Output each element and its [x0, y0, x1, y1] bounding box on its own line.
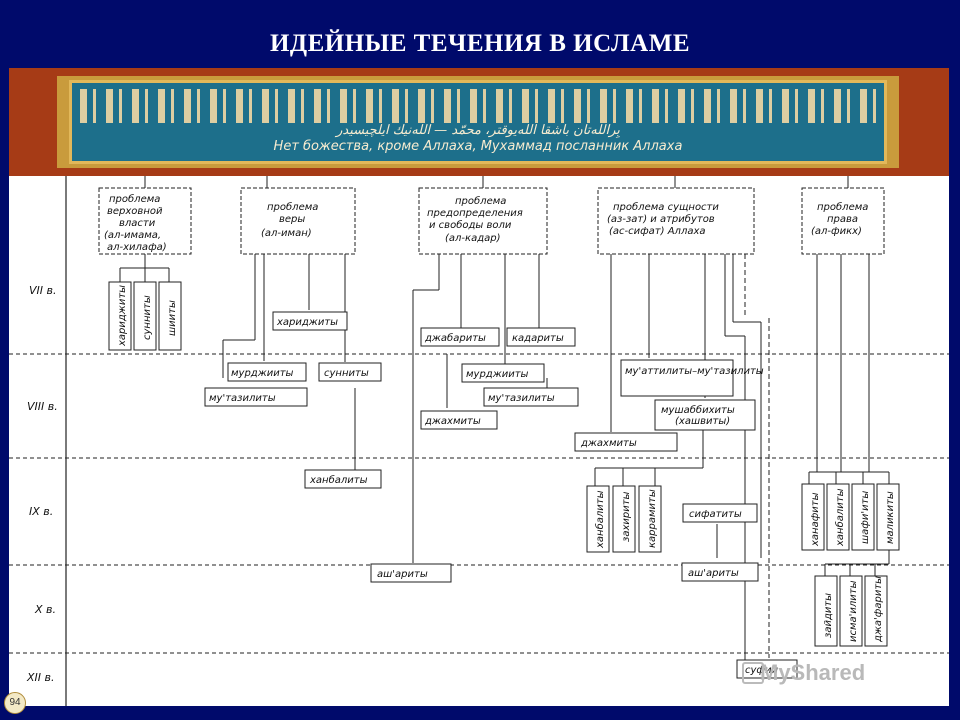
- sect-label: сунниты: [142, 295, 153, 340]
- sect-label: джабариты: [424, 332, 486, 344]
- sect-label: исма'илиты: [848, 580, 859, 642]
- sect-label: суфии: [745, 665, 778, 676]
- century-labels: VII в. VIII в. IX в. X в. XII в.: [26, 284, 58, 684]
- sect-label: мушаббихиты: [661, 404, 735, 416]
- century-label: VII в.: [29, 284, 57, 297]
- calligraphy-ornament: [80, 89, 876, 123]
- banner-arabic-line: بِرالله‌تان باشقا الله‌يوقتر، محمّد — ال…: [336, 123, 620, 138]
- sects-diagram: VII в. VIII в. IX в. X в. XII в. проблем…: [9, 176, 949, 706]
- sect-label: ханафиты: [810, 492, 821, 547]
- problem-text: веры: [279, 214, 305, 225]
- sect-label: мурджииты: [231, 368, 294, 379]
- problem-text: (ас-сифат) Аллаха: [609, 226, 706, 237]
- problem-text: и свободы воли: [429, 219, 512, 231]
- sect-label: маликиты: [885, 491, 896, 544]
- sect-label: му'аттилиты–му'тазилиты: [625, 366, 764, 377]
- page-number-badge: 94: [4, 692, 26, 714]
- sect-label: шафи'иты: [860, 491, 871, 544]
- sect-boxes: [108, 281, 900, 679]
- diagram-image: بِرالله‌تان باشقا الله‌يوقتر، محمّد — ال…: [9, 68, 949, 706]
- sect-label: сунниты: [324, 368, 369, 379]
- arrows-from-banner: [144, 176, 849, 188]
- sect-label: мурджииты: [466, 369, 529, 380]
- problem-text: права: [827, 214, 858, 225]
- sect-label: хариджиты: [117, 285, 128, 347]
- problem-text: проблема: [109, 193, 160, 205]
- sect-label: аш'ариты: [688, 568, 739, 579]
- sect-label: му'тазилиты: [488, 393, 555, 404]
- sect-label: шииты: [167, 300, 178, 336]
- dashed-connectors: [744, 254, 770, 658]
- problem-text: верховной: [107, 206, 163, 217]
- problem-text: (ал-имама,: [104, 230, 161, 241]
- problem-box-texts: проблема верховной власти (ал-имама, ал-…: [104, 193, 868, 253]
- slide-title: ИДЕЙНЫЕ ТЕЧЕНИЯ В ИСЛАМЕ: [269, 30, 690, 57]
- shahada-banner: بِرالله‌تان باشقا الله‌يوقتر، محمّد — ال…: [9, 68, 949, 176]
- sect-label: сифатиты: [689, 509, 742, 520]
- century-dividers: [9, 353, 949, 654]
- sect-label: ханбалиты: [834, 488, 846, 547]
- problem-text: проблема: [267, 201, 318, 213]
- banner-panel: بِرالله‌تان باشقا الله‌يوقتر، محمّد — ال…: [69, 80, 887, 164]
- sect-label: ханбалиты: [594, 490, 606, 549]
- sect-label: джахмиты: [580, 438, 637, 449]
- sect-label: хариджиты: [276, 317, 338, 328]
- banner-russian-line: Нет божества, кроме Аллаха, Мухаммад пос…: [273, 139, 683, 154]
- century-label: X в.: [34, 603, 56, 616]
- problem-text: (ал-фикх): [811, 226, 862, 237]
- problem-text: проблема: [455, 195, 506, 207]
- problem-text: (ал-иман): [261, 228, 312, 239]
- problem-text: (ал-кадар): [445, 233, 501, 244]
- problem-text: власти: [119, 218, 156, 229]
- century-label: VIII в.: [27, 400, 58, 413]
- sect-label: захириты: [621, 491, 632, 542]
- sect-label: (хашвиты): [675, 416, 730, 427]
- sect-label: джа'фариты: [873, 576, 884, 643]
- century-label: IX в.: [29, 505, 53, 518]
- problem-boxes: [98, 187, 885, 255]
- watermark-icon: [742, 662, 764, 684]
- problem-text: предопределения: [427, 208, 523, 219]
- sect-label: кадариты: [512, 333, 564, 344]
- sect-label: му'тазилиты: [209, 393, 276, 404]
- sect-label: ханбалиты: [309, 474, 368, 486]
- sect-label: каррамиты: [647, 489, 658, 548]
- problem-text: (аз-зат) и атрибутов: [607, 213, 715, 225]
- problem-text: проблема: [817, 201, 868, 213]
- watermark: MyShared: [760, 660, 866, 685]
- sect-label: джахмиты: [424, 416, 481, 427]
- sect-label: зайдиты: [823, 593, 834, 638]
- problem-text: проблема сущности: [613, 201, 719, 213]
- problem-text: ал-хилафа): [107, 242, 167, 253]
- sect-labels: хариджиты сунниты шииты хариджиты мурджи…: [117, 285, 896, 676]
- sect-label: аш'ариты: [377, 569, 428, 580]
- century-label: XII в.: [26, 671, 55, 684]
- connector-lines: [119, 254, 890, 660]
